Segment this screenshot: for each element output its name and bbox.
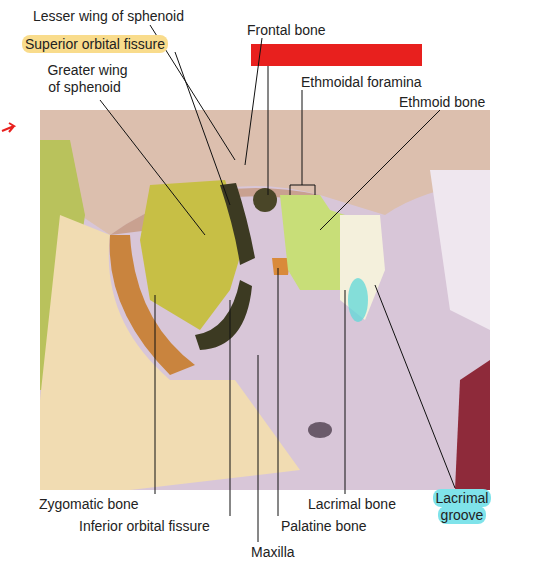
label-text: Ethmoid bone bbox=[396, 93, 488, 111]
part-label: Ethmoidal foramina bbox=[298, 74, 458, 91]
part-label: Maxilla bbox=[248, 544, 348, 561]
label-text: Lacrimal groove bbox=[433, 489, 492, 524]
part-label: Ethmoid bone bbox=[396, 94, 536, 111]
label-text: Maxilla bbox=[248, 543, 298, 561]
label-text: Superior orbital fissure bbox=[22, 35, 168, 53]
nasal-cavity bbox=[455, 360, 490, 490]
label-text: Ethmoidal foramina bbox=[298, 73, 425, 91]
label-text: Inferior orbital fissure bbox=[76, 517, 213, 535]
part-label: Greater wing of sphenoid bbox=[40, 62, 132, 96]
label-text: Palatine bone bbox=[278, 517, 370, 535]
inferior-orbital-fissure bbox=[195, 280, 252, 350]
redaction-box bbox=[251, 44, 422, 66]
optic-canal bbox=[253, 188, 277, 212]
part-label: Superior orbital fissure bbox=[22, 36, 222, 53]
maxilla-region bbox=[40, 110, 490, 490]
superior-orbital-fissure bbox=[220, 183, 255, 265]
part-label: Lacrimal bone bbox=[305, 496, 425, 513]
part-label: Lacrimal groove bbox=[423, 490, 501, 524]
part-label: Zygomatic bone bbox=[36, 496, 176, 513]
red-arrow bbox=[2, 123, 14, 132]
part-label: Palatine bone bbox=[278, 518, 418, 535]
part-label: Frontal bone bbox=[244, 22, 364, 39]
ethmoid-bone bbox=[280, 195, 345, 290]
label-text: Frontal bone bbox=[244, 21, 329, 39]
lacrimal-groove-highlight bbox=[348, 278, 368, 322]
frontal-bone bbox=[40, 110, 490, 235]
part-label: Lesser wing of sphenoid bbox=[30, 8, 230, 25]
label-text: Lesser wing of sphenoid bbox=[30, 7, 187, 25]
label-text: Greater wing of sphenoid bbox=[44, 61, 127, 96]
label-text: Zygomatic bone bbox=[36, 495, 142, 513]
part-label: Inferior orbital fissure bbox=[76, 518, 266, 535]
infraorbital-foramen bbox=[308, 422, 332, 438]
nasal-region bbox=[430, 170, 490, 330]
label-text: Lacrimal bone bbox=[305, 495, 399, 513]
